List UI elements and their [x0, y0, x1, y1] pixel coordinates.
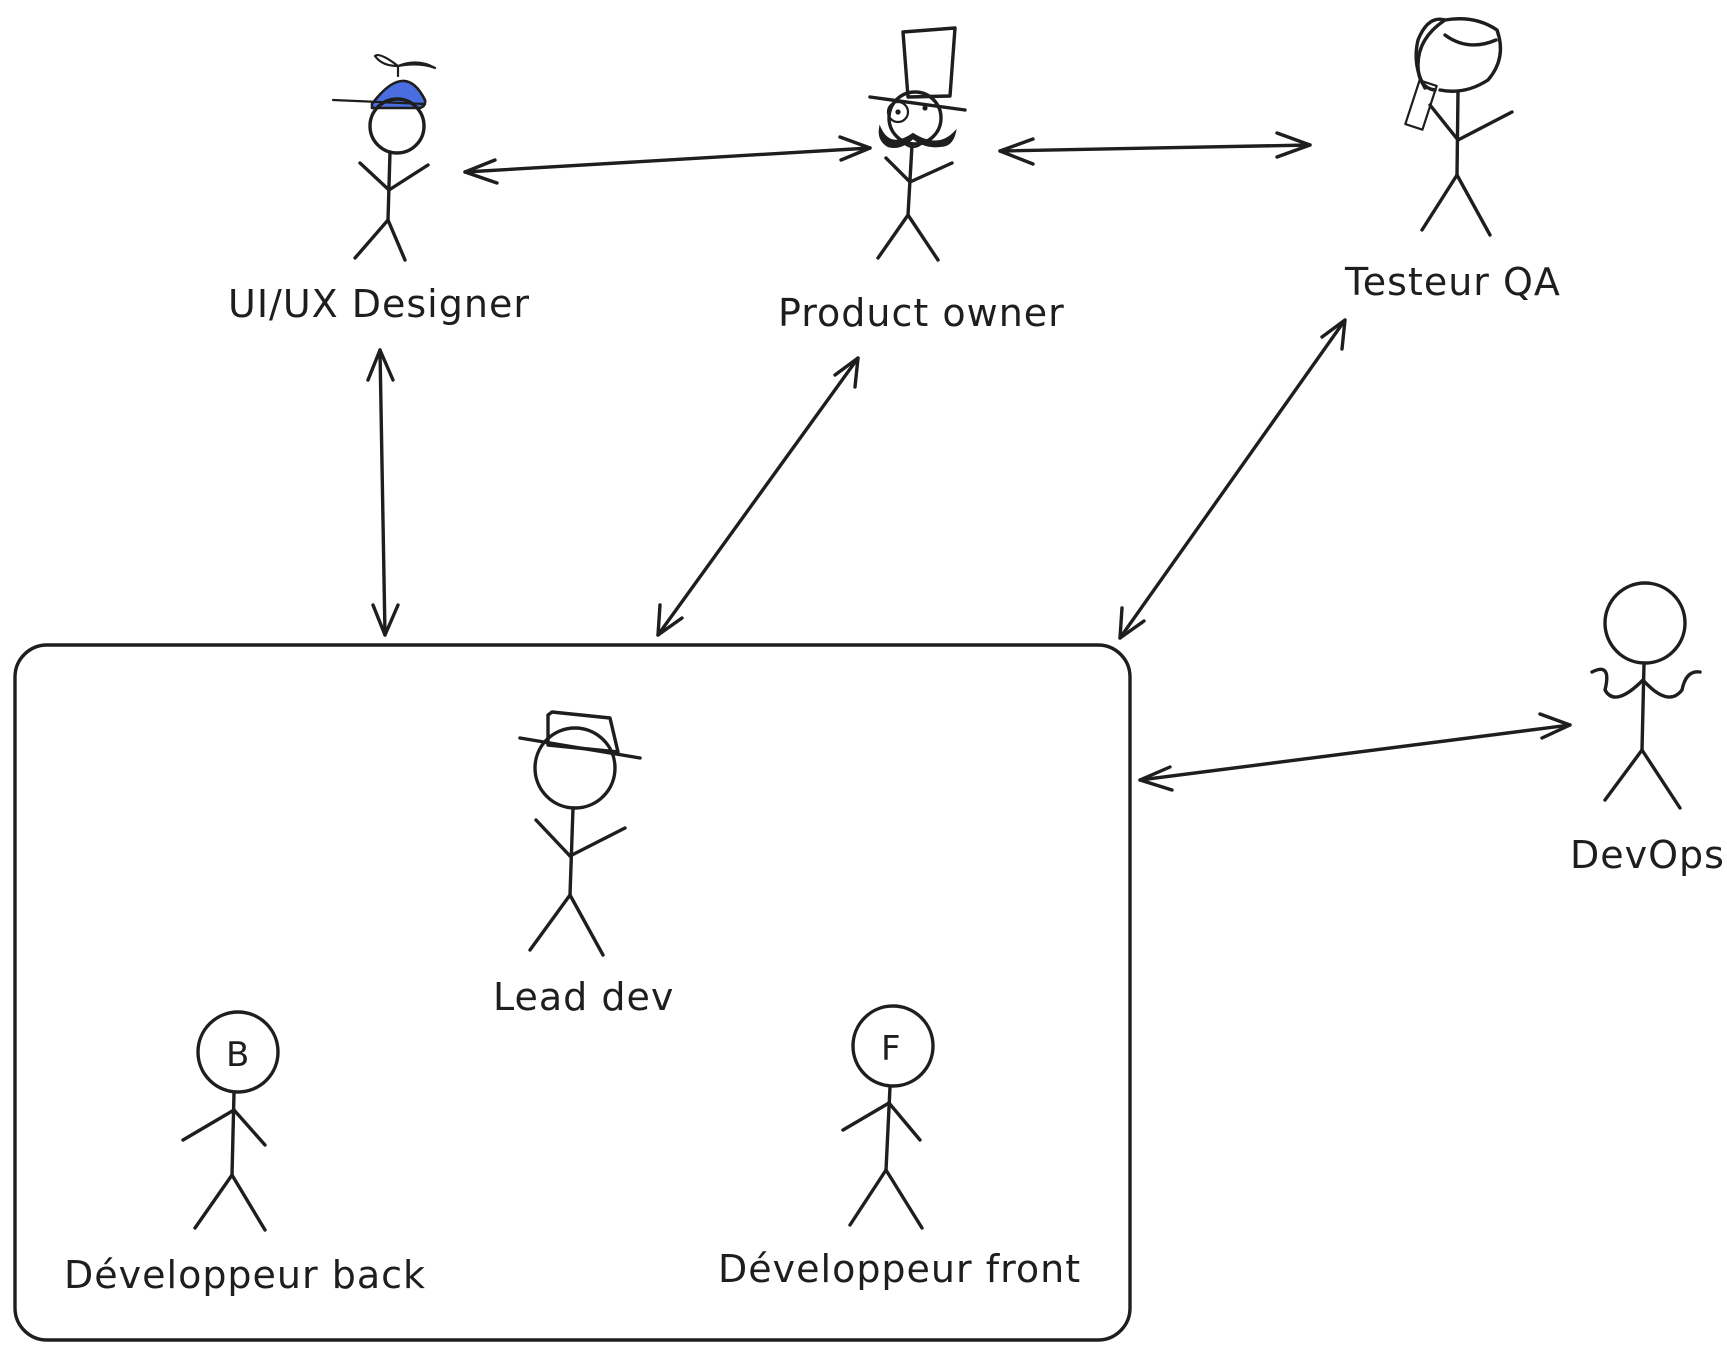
devops-label: DevOps	[1570, 833, 1725, 877]
arrow-dev-team-devops	[1138, 712, 1572, 792]
dev-team-box	[13, 643, 1132, 1342]
developpeur-front-figure: F	[841, 1004, 935, 1230]
top-hat-icon	[868, 26, 967, 112]
ui-ux-designer-label: UI/UX Designer	[228, 282, 530, 326]
badge-f: F	[881, 1029, 901, 1069]
arrow-product-owner-dev-team	[656, 356, 860, 637]
arrow-designer-dev-team	[366, 348, 400, 637]
propeller-cap-icon	[331, 54, 437, 110]
developpeur-back-label: Développeur back	[64, 1253, 426, 1297]
testeur-qa-figure	[1404, 17, 1514, 237]
arrow-designer-product-owner	[463, 135, 872, 185]
lead-dev-figure	[518, 710, 642, 957]
devops-figure	[1590, 581, 1702, 810]
phone-icon	[1404, 79, 1438, 131]
ui-ux-designer-figure	[331, 54, 437, 262]
developpeur-front-label: Développeur front	[718, 1247, 1081, 1291]
monocle-icon	[886, 100, 928, 124]
developpeur-back-figure: B	[181, 1010, 280, 1232]
testeur-qa-label: Testeur QA	[1344, 260, 1561, 304]
product-owner-figure	[868, 26, 967, 262]
arrow-qa-dev-team	[1118, 318, 1347, 640]
badge-b: B	[226, 1035, 249, 1075]
product-owner-label: Product owner	[778, 291, 1065, 335]
lead-dev-label: Lead dev	[493, 975, 674, 1019]
arrow-product-owner-qa	[998, 131, 1312, 166]
